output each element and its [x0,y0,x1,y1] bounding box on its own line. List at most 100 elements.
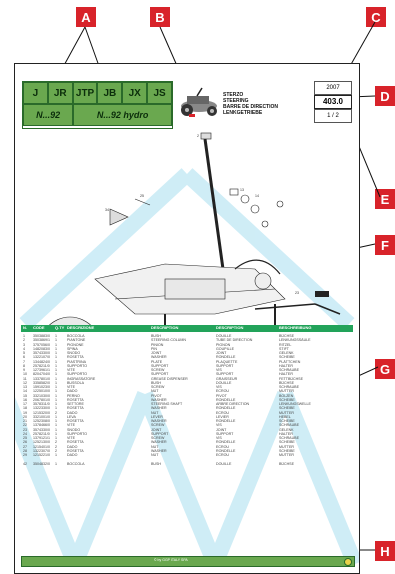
parts-page: J JR JTP JB JX JS N...92 N...92 hydro [14,63,360,574]
title-en: STEERING [223,98,249,104]
table-cell: 1 [55,436,57,440]
model-series-n92: N...92 [23,104,74,126]
callout-a: A [76,7,96,27]
table-cell: DADO [67,444,78,449]
table-cell: 3578311/0 [33,402,50,406]
table-cell: 2 [55,410,57,415]
callout-f: F [375,235,395,255]
table-cell: SUPPORT [151,363,169,368]
table-cell: 1 [55,419,57,423]
table-cell: DOUILLE [216,334,232,338]
col-desc-it: DESCRIZIONE [67,325,95,330]
table-cell: 8 [23,363,25,368]
table-cell: PIANTONE [67,338,86,343]
table-cell: BUSH [151,380,161,385]
table-cell: 2 [23,338,25,343]
table-cell: WASHER [151,355,167,360]
revision-year: 2007 [314,81,352,95]
callout-d: D [375,86,395,106]
table-cell: 1379121/1 [33,436,50,440]
table-cell: LEVIER [216,414,229,419]
next-page-button[interactable] [344,558,352,566]
table-cell: SCREW [151,368,165,372]
table-cell: 1 [55,406,57,411]
revision-box: 2007 403.0 1 / 2 [314,81,352,127]
table-cell: 27 [23,444,27,449]
model-code-jb: JB [97,82,123,104]
table-cell: MUTTER [279,453,294,457]
table-cell: ECROU [216,453,229,457]
table-code: 403.0 [314,95,352,109]
table-cell: 3757056/0 [33,342,50,347]
table-cell: SUPPORT [151,372,169,377]
table-cell: PLÄTTCHEN [279,359,301,364]
table-cell: WASHER [151,419,167,423]
table-cell: SNODO [67,427,81,432]
table-cell: STEERING SHAFT [151,402,183,406]
table-cell: DADO [67,389,78,394]
table-cell: 1 [55,393,57,398]
table-cell: BÜCHSE [279,461,294,466]
svg-text:25: 25 [140,194,144,198]
callout-b: B [150,7,170,27]
table-cell: MUTTER [279,444,294,449]
table-cell: VITE [67,436,75,440]
table-cell: DADO [67,453,78,457]
table-cell: 21 [23,419,27,423]
parts-table-header: N. CODE Q.TY DESCRIZIONE DESCRIPTION DES… [21,325,353,332]
section-title: STERZO STEERING BARRE DE DIRECTION LENKG… [175,81,310,127]
table-cell: GOUPILLE [216,346,234,351]
table-cell: 1 [55,461,57,466]
table-cell: 15 [23,393,27,398]
title-de: LENKGETRIEBE [223,110,263,116]
table-cell: 6 [23,355,25,360]
table-cell: PLAQUETTE [216,359,238,364]
table-cell: 28 [23,448,27,453]
table-cell: DOUILLE [216,461,232,466]
table-cell: 1322330/0 [33,406,50,411]
table-cell: PINION [151,342,164,347]
table-cell: ROSETTA [67,406,84,411]
table-cell: ROSETTA [67,397,84,402]
table-cell: 1 [55,427,57,432]
table-cell: STEERING COLUMN [151,338,186,343]
table-cell: 14 [23,389,27,394]
table-cell: SCHEIBE [279,397,295,402]
svg-text:14: 14 [255,194,259,198]
table-cell: 1 [55,342,57,347]
table-cell: MUTTER [279,410,294,415]
callout-g: G [375,359,395,379]
table-cell: 1337801/0 [33,376,50,381]
table-cell: GREASE DISPENSER [151,376,188,381]
table-cell: 7 [23,359,25,364]
table-cell: 13 [23,385,27,389]
model-code-jtp: JTP [72,82,98,104]
table-cell: RONDELLE [216,440,236,445]
table-cell: PIVOT [216,393,227,398]
table-cell: HALTER [279,431,293,436]
title-it: STERZO [223,92,244,98]
table-cell: NUT [151,444,159,449]
table-cell: 1 [55,363,57,368]
table-cell: 2578211/0 [33,431,50,436]
table-cell: 3321001/0 [33,414,50,419]
table-cell: 10 [23,372,27,377]
table-cell: RITZEL [279,342,292,347]
table-cell: 3504832/0 [33,461,50,466]
table-cell: WASHER [151,440,167,445]
col-n: N. [23,325,27,330]
table-cell: ROSETTA [67,355,84,360]
table-cell: VIS [216,368,222,372]
table-cell: LEVA [67,414,76,419]
table-cell: JOINT [151,351,162,355]
